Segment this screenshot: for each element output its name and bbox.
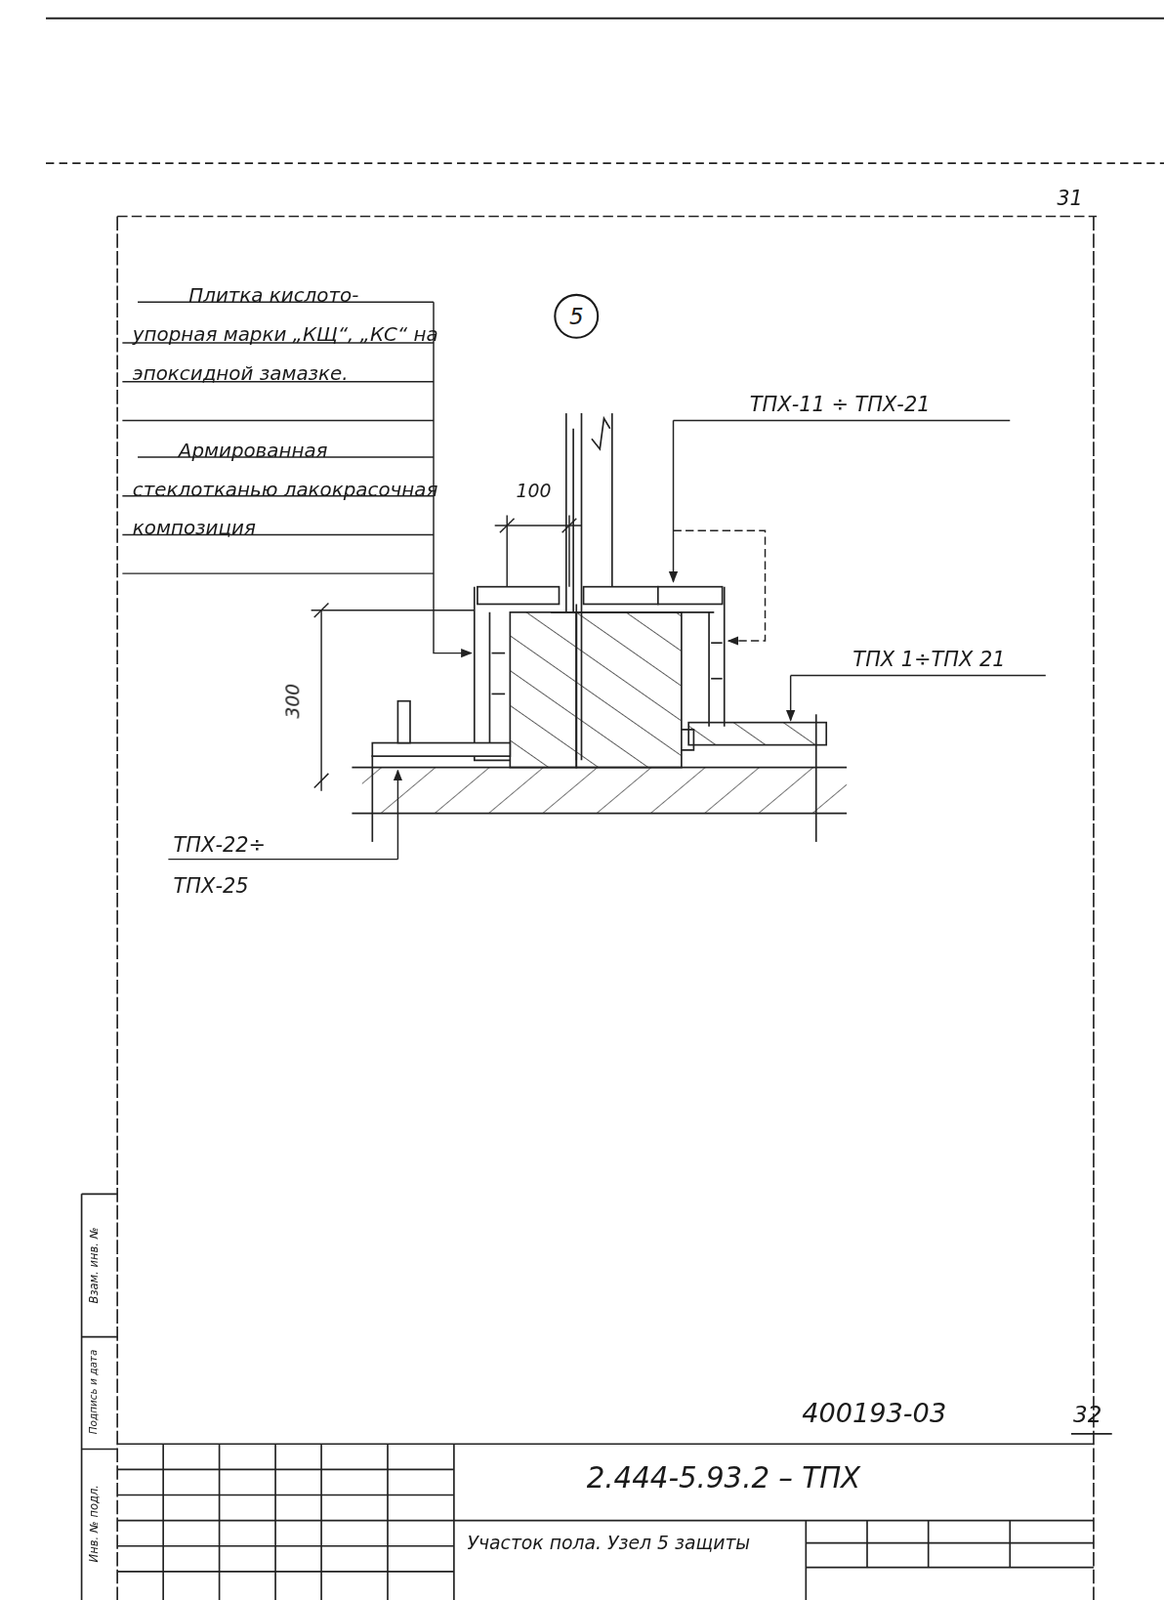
dimension: 100 [516, 479, 568, 502]
layer-reference: ТПХ-22÷ ТПХ-25 [173, 824, 287, 907]
callout-circle: 5 [553, 293, 599, 339]
sheet-frame [45, 18, 1164, 1600]
sheet-number: 32 [1073, 1401, 1115, 1428]
stamp-field: Подпись и дата [87, 1338, 101, 1446]
page-number: 31 [1056, 185, 1108, 210]
dimension: 300 [281, 675, 304, 727]
drawing-code: 2.444-5.93.2 – ТПХ [586, 1460, 975, 1497]
floor-detail [351, 413, 847, 842]
layer-reference: ТПХ-11 ÷ ТПХ-21 [749, 391, 1016, 416]
stamp-field: Инв. № подл. [87, 1453, 102, 1594]
archive-number: 400193-03 [801, 1397, 1016, 1429]
layer-reference: ТПХ 1÷ТПХ 21 [852, 646, 1057, 671]
sheet-title: Участок пола. Узел 5 защиты [466, 1527, 799, 1558]
material-note: Армированная стеклотканью лакокрасочная … [132, 430, 439, 547]
material-note: Плитка кислото- упорная марки „КЩ“, „КС“… [132, 275, 439, 392]
callout-number: 5 [569, 303, 584, 330]
stamp-field: Взам. инв. № [87, 1197, 102, 1332]
leader-lines [122, 301, 1045, 859]
